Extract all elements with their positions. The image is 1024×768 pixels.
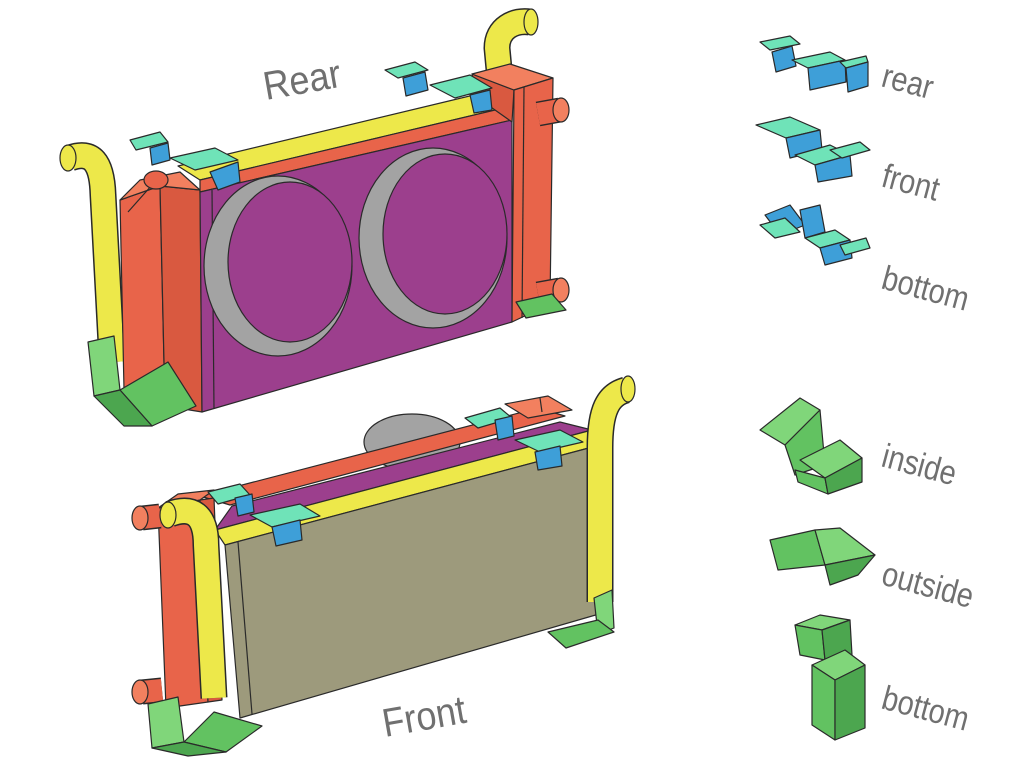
- top-tank-block: [504, 395, 573, 419]
- corner-bracket-bottom-left: [147, 696, 263, 757]
- legend-rear-top-bracket: rear: [759, 35, 938, 107]
- legend-label: rear: [878, 56, 938, 107]
- pipe-end: [131, 505, 149, 531]
- bracket-flange: [845, 61, 869, 93]
- front-view-radiator: Front: [131, 375, 636, 757]
- bracket-floor: [547, 619, 615, 649]
- bracket-flange: [807, 59, 847, 91]
- bracket-box-front: [834, 664, 866, 741]
- fan-shroud-right: [358, 147, 508, 329]
- tank-seam: [521, 86, 525, 319]
- right-hose: [586, 375, 636, 602]
- hose-body: [165, 499, 226, 699]
- bracket-flange: [534, 445, 563, 471]
- left-hose: [59, 142, 126, 363]
- legend-label: inside: [878, 436, 961, 493]
- bracket-flange: [814, 154, 853, 183]
- legend-label: bottom: [878, 258, 973, 318]
- condenser-frame-line: [237, 541, 253, 715]
- bracket-floor: [151, 741, 227, 757]
- bracket-plate: [129, 131, 169, 151]
- bracket-plate: [829, 141, 871, 159]
- front-view-label: Front: [379, 688, 470, 746]
- bracket-flange: [469, 89, 493, 114]
- fan-shroud-left: [203, 175, 353, 357]
- right-hose: [483, 8, 539, 82]
- outlet-pipe-lower: [535, 277, 570, 307]
- bracket-plate: [759, 217, 801, 239]
- bracket-plate: [384, 61, 429, 79]
- bracket-wall: [87, 335, 121, 397]
- inlet-pipe-upper: [131, 503, 162, 531]
- bracket-plate: [839, 237, 871, 256]
- hose-end: [523, 8, 539, 36]
- hose-body: [65, 143, 124, 363]
- tank-block-seam: [539, 397, 543, 413]
- outlet-pipe-upper: [535, 97, 570, 127]
- bracket-plate: [429, 74, 493, 99]
- bracket-flange: [771, 45, 797, 73]
- bracket-flange: [234, 493, 255, 517]
- rear-view-label: Rear: [260, 52, 345, 109]
- legend-label: bottom: [878, 678, 973, 738]
- legend-bottom-top-bracket: bottom: [759, 204, 973, 318]
- bracket-flange: [799, 204, 826, 239]
- bracket-plate: [249, 503, 321, 528]
- hose-end: [620, 375, 636, 403]
- bracket-flange: [271, 519, 303, 547]
- pipe-end: [131, 679, 149, 705]
- left-tank: [119, 170, 203, 413]
- corner-bracket-bottom-right: [547, 589, 615, 649]
- top-bracket-left: [129, 131, 241, 191]
- legend-label: outside: [878, 554, 978, 616]
- bracket-flange: [494, 415, 515, 441]
- bracket-wall: [147, 696, 185, 749]
- shroud-opening: [382, 153, 508, 315]
- legend-label: front: [878, 156, 944, 208]
- bracket-flange: [209, 161, 241, 191]
- top-bracket-left: [207, 483, 321, 547]
- hose-body: [588, 378, 631, 602]
- pipe-end: [552, 97, 570, 123]
- top-bracket-right: [384, 61, 493, 114]
- bracket-plate: [169, 147, 239, 171]
- inlet-pipe-lower: [131, 677, 164, 705]
- pipe-end: [552, 277, 570, 303]
- bracket-flange: [402, 71, 429, 97]
- left-hose: [159, 497, 228, 699]
- top-bracket-right: [464, 407, 584, 471]
- bracket-lip: [824, 457, 863, 495]
- legend-front-top-bracket: front: [755, 116, 944, 208]
- legend-bottom-corner-bracket: bottom: [794, 614, 973, 741]
- rear-view-radiator: Rear: [59, 8, 570, 427]
- hose-end: [59, 144, 77, 172]
- corner-bracket-bottom-left: [87, 335, 197, 427]
- bracket-flange: [149, 142, 171, 166]
- corner-bracket-bottom-right: [515, 293, 567, 319]
- bracket-floor: [93, 389, 153, 427]
- hose-end: [159, 501, 177, 529]
- legend-outside-corner-bracket: outside: [769, 527, 978, 616]
- bracket-wall: [794, 624, 826, 661]
- bracket-floor: [824, 554, 876, 586]
- shroud-opening: [227, 181, 353, 343]
- legend-inside-corner-bracket: inside: [759, 397, 961, 495]
- bracket-plate: [759, 35, 801, 51]
- bracket-legend: rear front bottom inside: [755, 35, 978, 741]
- filler-cap: [143, 170, 169, 190]
- bracket-plate: [514, 429, 584, 453]
- bracket-floor: [515, 293, 567, 319]
- right-tank: [471, 63, 554, 323]
